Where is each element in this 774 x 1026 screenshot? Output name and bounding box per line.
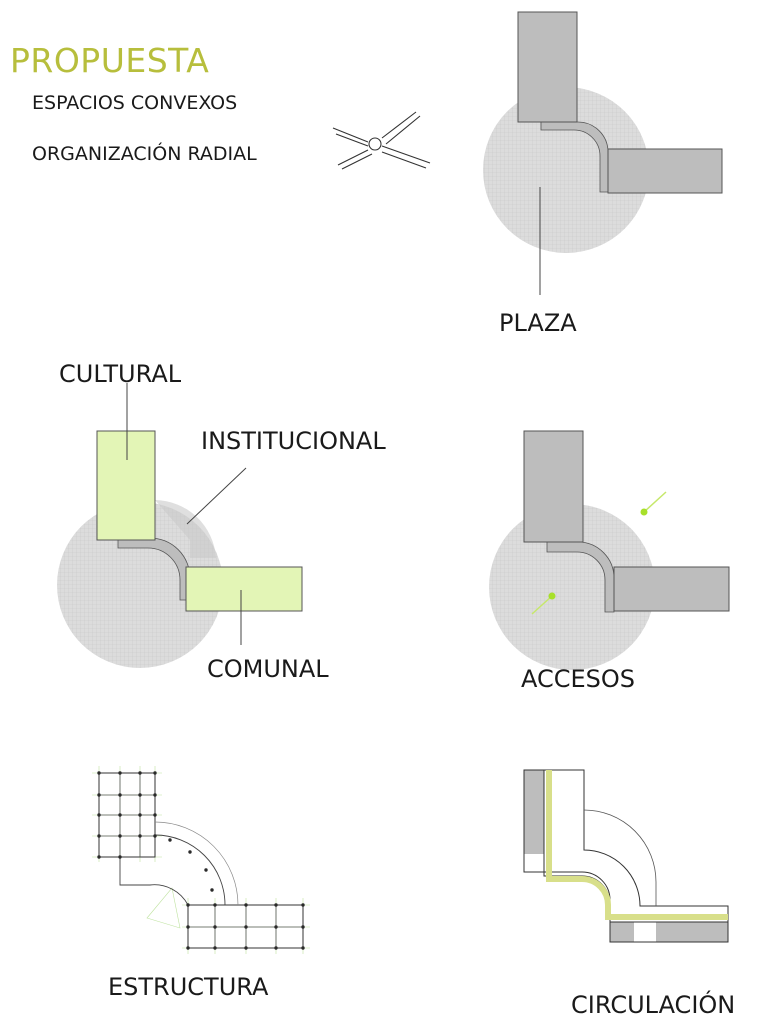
institutional-zone [155, 500, 216, 558]
label-plaza: PLAZA [499, 309, 577, 337]
label-comunal: COMUNAL [207, 655, 329, 683]
subtitle-radial-organization: ORGANIZACIÓN RADIAL [32, 143, 257, 165]
access-point-2 [548, 592, 556, 600]
accesos-block-north [523, 430, 584, 543]
access-point-1 [640, 508, 648, 516]
estructura-diagram [92, 766, 310, 954]
plaza-circle [483, 87, 649, 253]
label-estructura: ESTRUCTURA [108, 973, 269, 1001]
page-title: PROPUESTA [10, 41, 210, 80]
subtitle-convex-spaces: ESPACIOS CONVEXOS [32, 92, 238, 114]
institucional-leader [186, 467, 247, 525]
access-arrow-1 [643, 491, 667, 513]
accesos-block-east [613, 566, 730, 612]
plaza-block-east [607, 148, 723, 194]
uses-diagram [57, 383, 303, 668]
label-institucional: INSTITUCIONAL [201, 427, 386, 455]
circulation-path [546, 770, 728, 920]
cultural-block [96, 430, 156, 541]
label-circulacion: CIRCULACIÓN [571, 991, 736, 1019]
uses-plaza-circle [57, 502, 223, 668]
circulacion-diagram [523, 769, 729, 943]
accesos-diagram [489, 430, 730, 670]
radial-organization-icon [332, 111, 431, 170]
label-cultural: CULTURAL [59, 360, 182, 388]
plaza-diagram [483, 11, 723, 295]
label-accesos: ACCESOS [521, 665, 636, 693]
comunal-block [185, 566, 303, 612]
access-arrow-2 [531, 595, 553, 615]
plaza-block-north [517, 11, 578, 123]
plaza-connector [540, 121, 609, 193]
